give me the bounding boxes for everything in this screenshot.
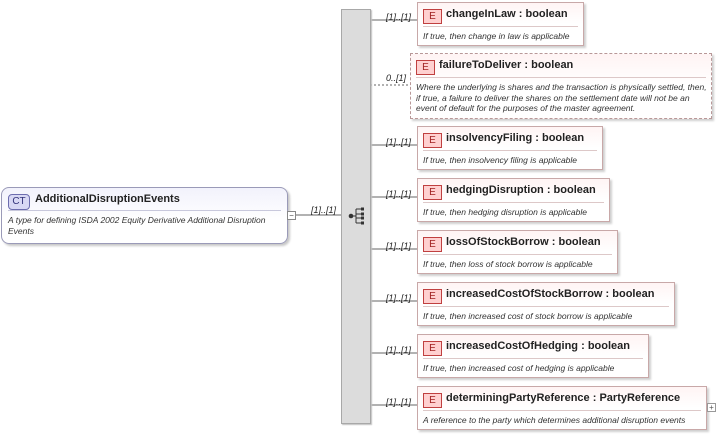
element-cardinality: [1]..[1] (386, 293, 412, 303)
element-documentation: Where the underlying is shares and the t… (416, 82, 707, 113)
sequence-bar (341, 9, 371, 424)
divider (423, 26, 578, 27)
element-name: failureToDeliver : boolean (439, 59, 574, 71)
divider (423, 254, 612, 255)
element-cardinality: [1]..[1] (386, 345, 412, 355)
element-cardinality: [1]..[1] (386, 241, 412, 251)
element-badge: E (423, 289, 442, 304)
element-box-increased-cost-of-stock-borrow[interactable]: E increasedCostOfStockBorrow : boolean I… (417, 282, 675, 326)
divider (423, 410, 701, 411)
element-badge: E (423, 185, 442, 200)
expand-icon[interactable]: + (707, 403, 716, 412)
element-documentation: If true, then change in law is applicabl… (423, 31, 570, 41)
element-name: lossOfStockBorrow : boolean (446, 236, 601, 248)
sequence-cardinality: [1]..[1] (311, 205, 337, 215)
collapse-icon[interactable]: − (287, 211, 296, 220)
element-documentation: If true, then hedging disruption is appl… (423, 207, 587, 217)
element-documentation: If true, then increased cost of stock bo… (423, 311, 633, 321)
complex-type-documentation: A type for defining ISDA 2002 Equity Der… (8, 215, 266, 236)
divider (423, 202, 604, 203)
element-badge: E (423, 237, 442, 252)
element-box-increased-cost-of-hedging[interactable]: E increasedCostOfHedging : boolean If tr… (417, 334, 649, 378)
element-cardinality: [1]..[1] (386, 12, 412, 22)
element-box-change-in-law[interactable]: E changeInLaw : boolean If true, then ch… (417, 2, 584, 46)
element-cardinality: 0..[1] (386, 73, 407, 83)
element-box-insolvency-filing[interactable]: E insolvencyFiling : boolean If true, th… (417, 126, 603, 170)
element-name: insolvencyFiling : boolean (446, 132, 585, 144)
element-badge: E (416, 60, 435, 75)
element-documentation: A reference to the party which determine… (423, 415, 686, 425)
divider (423, 150, 597, 151)
complex-type-name: AdditionalDisruptionEvents (35, 193, 180, 205)
complex-type-box[interactable]: CT AdditionalDisruptionEvents A type for… (1, 187, 288, 244)
sequence-icon (348, 207, 364, 225)
element-documentation: If true, then loss of stock borrow is ap… (423, 259, 593, 269)
element-badge: E (423, 9, 442, 24)
complex-type-badge: CT (8, 194, 30, 210)
divider (423, 358, 643, 359)
element-badge: E (423, 393, 442, 408)
element-box-loss-of-stock-borrow[interactable]: E lossOfStockBorrow : boolean If true, t… (417, 230, 618, 274)
divider (416, 77, 706, 78)
element-name: determiningPartyReference : PartyReferen… (446, 392, 681, 404)
element-name: increasedCostOfHedging : boolean (446, 340, 630, 352)
element-name: hedgingDisruption : boolean (446, 184, 596, 196)
element-badge: E (423, 341, 442, 356)
element-box-determining-party-reference[interactable]: E determiningPartyReference : PartyRefer… (417, 386, 707, 430)
element-badge: E (423, 133, 442, 148)
element-cardinality: [1]..[1] (386, 397, 412, 407)
element-name: increasedCostOfStockBorrow : boolean (446, 288, 655, 300)
element-box-hedging-disruption[interactable]: E hedgingDisruption : boolean If true, t… (417, 178, 610, 222)
divider (423, 306, 669, 307)
element-documentation: If true, then increased cost of hedging … (423, 363, 615, 373)
element-documentation: If true, then insolvency filing is appli… (423, 155, 578, 165)
element-name: changeInLaw : boolean (446, 8, 568, 20)
divider (8, 210, 281, 211)
element-box-failure-to-deliver[interactable]: E failureToDeliver : boolean Where the u… (410, 53, 712, 119)
element-cardinality: [1]..[1] (386, 189, 412, 199)
element-cardinality: [1]..[1] (386, 137, 412, 147)
